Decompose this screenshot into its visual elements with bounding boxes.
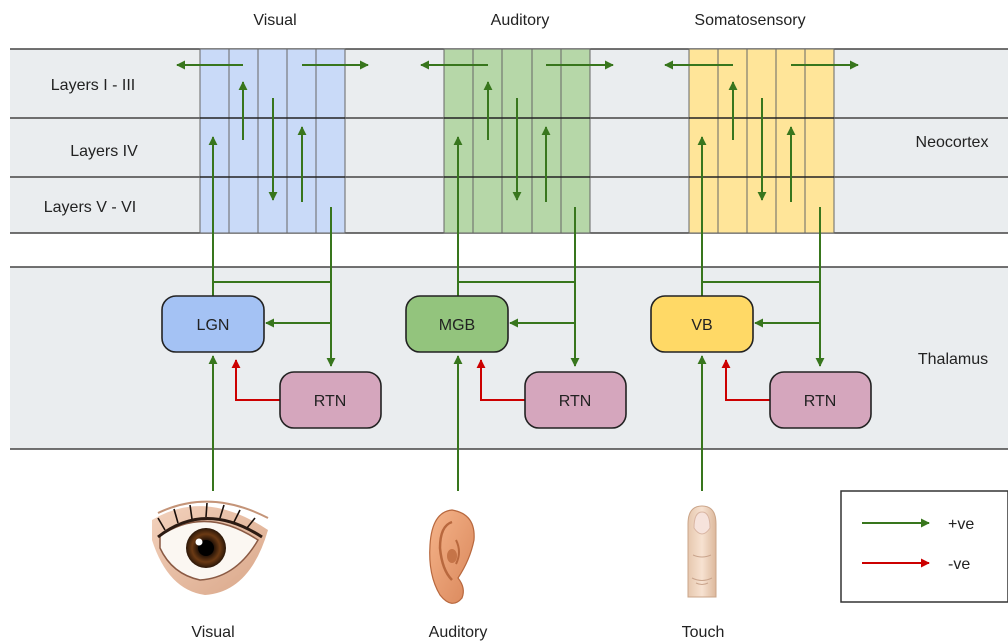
auditory-column-title: Auditory	[491, 12, 550, 29]
rtn-node-auditory: RTN	[524, 371, 627, 429]
finger-icon	[687, 505, 717, 598]
neocortex-label: Neocortex	[916, 134, 989, 151]
rtn-node-somatosensory: RTN	[769, 371, 872, 429]
legend: +ve -ve	[840, 490, 1008, 603]
eye-icon	[152, 500, 269, 595]
rtn-label: RTN	[314, 393, 347, 410]
excitatory-connections	[176, 60, 859, 491]
legend-negative-label: -ve	[948, 556, 970, 573]
mgb-label: MGB	[439, 317, 475, 334]
thalamus-label: Thalamus	[918, 351, 988, 368]
lgn-node: LGN	[161, 295, 265, 353]
rtn-label: RTN	[804, 393, 837, 410]
visual-column-title: Visual	[253, 12, 296, 29]
touch-sensor-label: Touch	[682, 624, 725, 641]
mgb-node: MGB	[405, 295, 509, 353]
layer-label-v-vi: Layers V - VI	[44, 199, 136, 216]
layer-label-i-iii: Layers I - III	[51, 77, 135, 94]
layer-label-iv: Layers IV	[70, 143, 138, 160]
rtn-node-visual: RTN	[279, 371, 382, 429]
visual-sensor-label: Visual	[191, 624, 234, 641]
somatosensory-column-title: Somatosensory	[694, 12, 805, 29]
lgn-label: LGN	[197, 317, 230, 334]
ear-icon	[429, 509, 475, 604]
vb-node: VB	[650, 295, 754, 353]
inhibitory-connections	[231, 359, 770, 401]
auditory-sensor-label: Auditory	[429, 624, 488, 641]
vb-label: VB	[691, 317, 712, 334]
rtn-label: RTN	[559, 393, 592, 410]
legend-positive-label: +ve	[948, 516, 974, 533]
